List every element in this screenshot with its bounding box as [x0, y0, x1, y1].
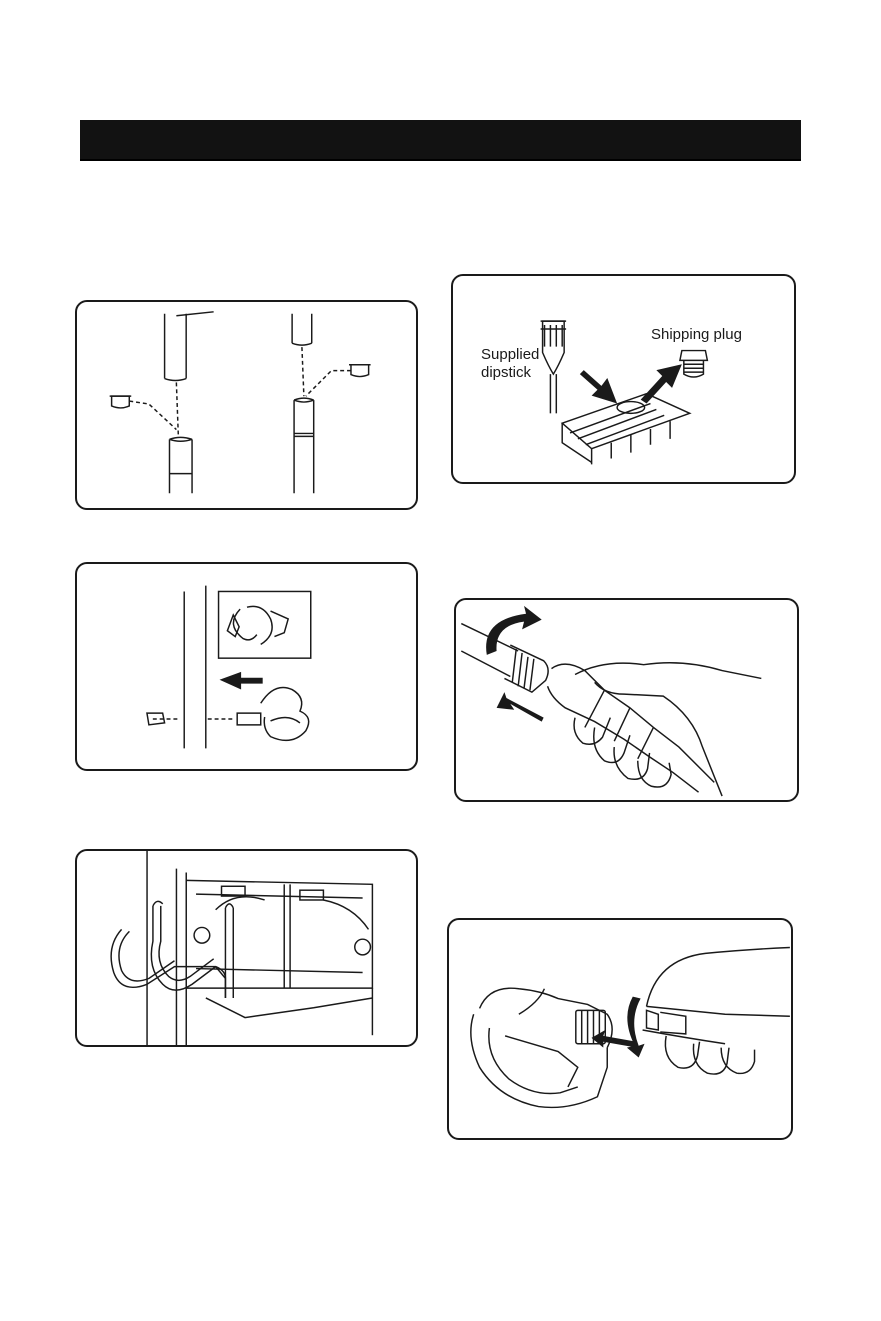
shipping-plug-label: Shipping plug	[651, 326, 761, 344]
illustration-hose-gun	[447, 918, 793, 1140]
illustration-wheel-clip	[75, 562, 418, 771]
handle-tube-assembly-icon	[77, 302, 416, 508]
illustration-handle-tubes	[75, 300, 418, 510]
illustration-hose-hook	[75, 849, 418, 1047]
illustration-oil-dipstick: Supplied dipstick Shipping plug	[451, 274, 796, 484]
hose-hook-icon	[77, 851, 416, 1045]
hose-gun-connection-icon	[449, 920, 791, 1138]
wheel-clip-bolt-icon	[77, 564, 416, 769]
section-header-bar	[80, 120, 801, 161]
illustration-hose-pump	[454, 598, 799, 802]
hose-pump-connection-icon	[456, 600, 797, 800]
supplied-dipstick-label: Supplied dipstick	[481, 346, 551, 382]
